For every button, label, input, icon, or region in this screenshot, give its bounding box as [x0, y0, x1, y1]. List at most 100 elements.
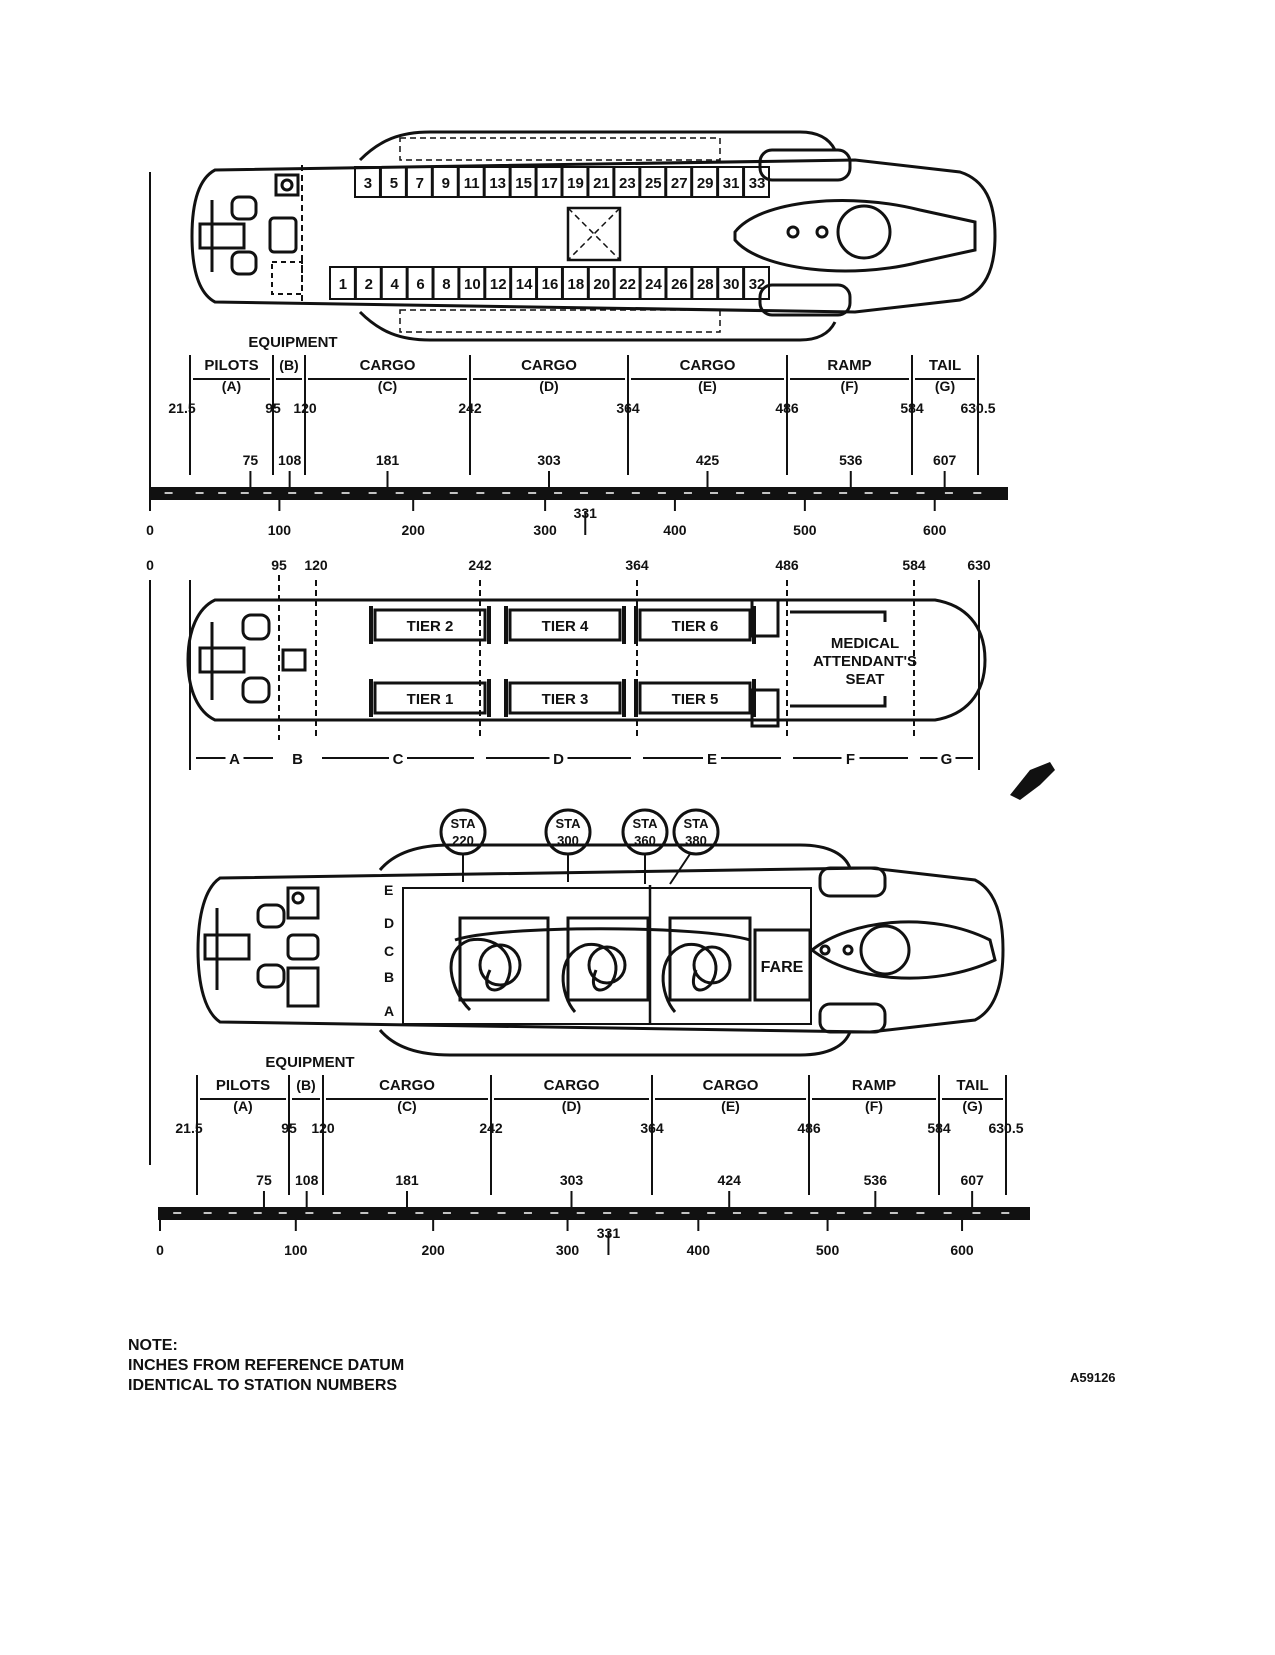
- compartment-code: (F): [865, 1098, 883, 1114]
- seat-number: 5: [390, 175, 398, 192]
- bottom-view-cargo: [196, 808, 1005, 1057]
- scale-label: 200: [402, 522, 426, 538]
- litter-tier-box: [508, 608, 622, 642]
- boundary-label: 242: [458, 400, 482, 416]
- middle-compartment-letter: B: [292, 751, 303, 768]
- scale-label: 100: [268, 522, 292, 538]
- compartment-name: CARGO: [680, 357, 736, 374]
- compartment-code: (B): [279, 357, 298, 373]
- scale-label: 0: [156, 1242, 164, 1258]
- compartment-code: (A): [233, 1098, 252, 1114]
- compartment-code: (G): [962, 1098, 982, 1114]
- middle-station-label: 364: [625, 557, 649, 573]
- seat-box: [613, 266, 641, 300]
- boundary-label: 630.5: [988, 1120, 1023, 1136]
- seat-number: 3: [364, 175, 372, 192]
- row-letter: A: [384, 1003, 394, 1019]
- centroid-label: 181: [395, 1172, 419, 1188]
- seat-number: 18: [568, 276, 585, 293]
- seat-number: 26: [671, 276, 688, 293]
- compartment-name: CARGO: [521, 357, 577, 374]
- compartment-name: CARGO: [360, 357, 416, 374]
- compartment-name: CARGO: [703, 1077, 759, 1094]
- middle-station-label: 630: [967, 557, 991, 573]
- boundary-label: 95: [265, 400, 281, 416]
- fare-label: FARE: [761, 959, 804, 976]
- note-block: NOTE: INCHES FROM REFERENCE DATUM IDENTI…: [128, 1336, 404, 1396]
- seat-number: 11: [464, 175, 480, 192]
- row-letter: B: [384, 969, 394, 985]
- seat-box: [743, 266, 771, 300]
- boundary-label: 21.5: [175, 1120, 202, 1136]
- compartment-code: (D): [539, 378, 558, 394]
- seat-number: 31: [723, 175, 740, 192]
- label-mask: [549, 748, 568, 768]
- tier-label: TIER 3: [542, 691, 589, 708]
- compartment-name: TAIL: [956, 1077, 988, 1094]
- seat-number: 15: [515, 175, 532, 192]
- centroid-label: 303: [560, 1172, 584, 1188]
- scale-label: 300: [556, 1242, 580, 1258]
- scale-label: 400: [663, 522, 687, 538]
- sta-label-number: 220: [452, 833, 474, 848]
- boundary-label: 95: [281, 1120, 297, 1136]
- seat-number: 33: [749, 175, 766, 192]
- centroid-label: 108: [295, 1172, 319, 1188]
- label-mask: [288, 748, 307, 768]
- scale-label: 600: [950, 1242, 974, 1258]
- label-mask: [937, 748, 956, 768]
- boundary-label: 584: [900, 400, 924, 416]
- centroid-label: 607: [933, 452, 957, 468]
- seat-number: 10: [464, 276, 481, 293]
- seat-number: 9: [442, 175, 450, 192]
- seat-box: [561, 266, 589, 300]
- note-title: NOTE:: [128, 1337, 178, 1354]
- middle-compartment-letter: E: [707, 751, 717, 768]
- middle-station-label: 95: [271, 557, 287, 573]
- scale-label: 600: [923, 522, 947, 538]
- centroid-label: 536: [839, 452, 863, 468]
- scale-label: 500: [793, 522, 817, 538]
- seat-number: 23: [619, 175, 636, 192]
- compartment-code: (A): [222, 378, 241, 394]
- row-letter: D: [384, 915, 394, 931]
- medical-seat-label: MEDICAL: [831, 635, 899, 652]
- seat-number: 4: [391, 276, 400, 293]
- middle-compartment-letter: C: [393, 751, 404, 768]
- litter-tier-box: [638, 681, 752, 715]
- compartment-code: (C): [378, 378, 397, 394]
- seat-number: 16: [542, 276, 559, 293]
- boundary-label: 120: [311, 1120, 335, 1136]
- seat-number: 28: [697, 276, 714, 293]
- seat-number: 20: [593, 276, 610, 293]
- boundary-label: 486: [775, 400, 799, 416]
- centroid-label: 75: [243, 452, 259, 468]
- seat-number: 2: [365, 276, 373, 293]
- sta-label-number: 360: [634, 833, 656, 848]
- compartment-name: RAMP: [827, 357, 871, 374]
- centroid-label: 536: [864, 1172, 888, 1188]
- boundary-label: 21.5: [168, 400, 195, 416]
- seat-number: 32: [749, 276, 766, 293]
- litter-tier-box: [373, 681, 487, 715]
- top-view-seating: [190, 130, 997, 342]
- label-mask: [841, 748, 860, 768]
- compartment-code: (G): [935, 378, 955, 394]
- litter-tier-box: [638, 608, 752, 642]
- note-line-1: INCHES FROM REFERENCE DATUM: [128, 1357, 405, 1374]
- figure-id: A59126: [1070, 1370, 1116, 1385]
- station-scale-bottom: EQUIPMENTPILOTS(A)(B)CARGO(C)CARGO(D)CAR…: [156, 1054, 1030, 1258]
- sta-label-number: 300: [557, 833, 579, 848]
- equipment-label: EQUIPMENT: [265, 1054, 354, 1071]
- tier-label: TIER 4: [542, 618, 589, 635]
- seat-number: 8: [442, 276, 450, 293]
- boundary-label: 364: [640, 1120, 664, 1136]
- seat-number: 21: [593, 175, 610, 192]
- sta-label-top: STA: [555, 816, 581, 831]
